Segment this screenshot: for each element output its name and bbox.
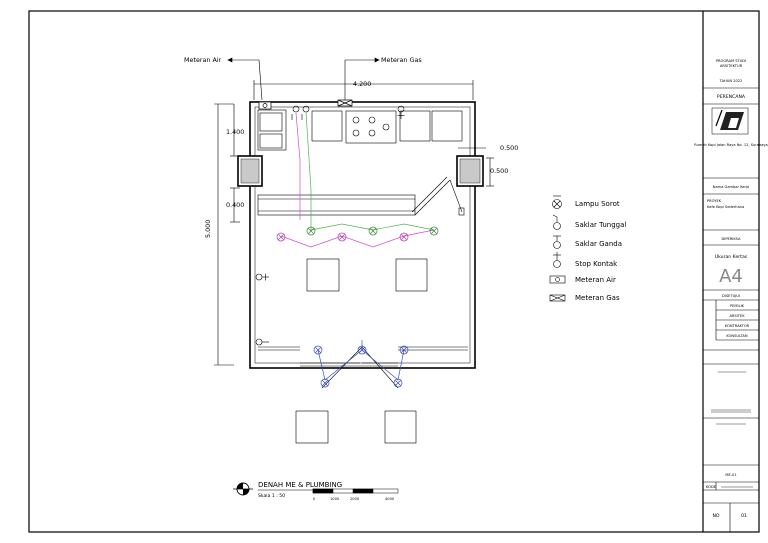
table — [395, 258, 428, 292]
spotlight-lamp-icon — [368, 226, 378, 236]
approval-item: KONTRAKTOR — [725, 324, 750, 328]
sheet-border — [28, 10, 760, 533]
project-label: PROYEK — [707, 199, 722, 203]
sheet-code-label: KODE — [706, 485, 717, 489]
legend-label: Saklar Ganda — [575, 240, 622, 248]
year-text: TAHUN 2022 — [719, 79, 743, 83]
scale-tick: 2000 — [350, 497, 360, 501]
gas-meter-icon — [549, 294, 566, 302]
column-right — [456, 155, 484, 187]
paper-size-label: Ukuran Kertas — [715, 254, 748, 260]
scale-tick: 0 — [313, 497, 316, 501]
sheet-number-label: NO — [712, 513, 719, 519]
title-block — [702, 11, 759, 532]
legend-label: Lampu Sorot — [575, 200, 620, 208]
table — [295, 410, 329, 444]
designer-heading: PERENCANA — [717, 94, 746, 100]
scale-bar — [312, 488, 399, 494]
spotlight-lamp-icon — [320, 378, 330, 388]
dim-upper-height: 1.400 — [226, 128, 244, 136]
dim-beam-gap: 0.400 — [226, 201, 244, 209]
approval-label: DISETUJUI — [722, 294, 740, 298]
bar-counter — [257, 176, 465, 216]
spotlight-row-lower — [313, 340, 409, 388]
dimension-lines — [214, 57, 494, 366]
spotlight-lamp-icon — [552, 195, 562, 209]
spotlight-lamp-icon — [276, 232, 286, 242]
spotlight-lamp-icon — [393, 378, 403, 388]
water-meter-icon — [258, 101, 272, 110]
sheet-code: ME-01 — [725, 473, 736, 477]
double-switch-icon — [553, 235, 561, 249]
outer-wall — [249, 101, 476, 369]
power-outlet-icon — [553, 252, 561, 268]
institution-line2: ARSITEKTUR — [720, 64, 743, 68]
power-outlet-icon — [255, 273, 269, 281]
scale-tick: 1000 — [330, 497, 340, 501]
single-switch-icon — [552, 214, 561, 230]
project-value: Kafe Kopi Sederhana — [707, 205, 744, 209]
scale-tick: 4000 — [385, 497, 395, 501]
column-left — [237, 155, 263, 187]
approval-item: ARSITEK — [729, 314, 745, 318]
spotlight-lamp-icon — [357, 345, 367, 355]
inner-wall-line — [254, 106, 471, 364]
section-marker-icon — [233, 482, 253, 496]
callout-gas-meter: Meteran Gas — [381, 56, 422, 64]
dim-column-width: 0.500 — [500, 144, 518, 152]
client-text: Nama Gambar Kerja — [713, 185, 749, 189]
institution-logo — [711, 107, 749, 135]
kitchen-counter — [257, 109, 463, 151]
spotlight-lamp-icon — [313, 345, 323, 355]
drawing-scale-text: Skala 1 : 50 — [258, 493, 285, 499]
dim-total-height: 5.000 — [204, 220, 212, 238]
spotlight-lamp-icon — [306, 226, 316, 236]
legend-label: Saklar Tunggal — [575, 221, 626, 229]
spotlight-lamp-icon — [337, 232, 347, 242]
spotlight-lamp-icon — [429, 226, 439, 236]
water-meter-icon — [549, 275, 566, 284]
power-outlet-icon — [255, 338, 269, 346]
gas-meter-icon — [337, 99, 353, 107]
sheet-number-value: 01 — [741, 513, 747, 519]
designer-info: Rumah Kopi Jalan Raya No. 12, Surabaya — [694, 143, 768, 147]
dim-column-height: 0.500 — [490, 167, 508, 175]
paper-size-value: A4 — [719, 266, 743, 287]
floor-plan — [237, 99, 484, 444]
legend-label: Meteran Gas — [575, 294, 620, 302]
table — [384, 410, 417, 444]
spotlight-row-upper — [276, 226, 439, 242]
callout-water-meter: Meteran Air — [184, 56, 222, 64]
approval-item: KONSULTAN — [726, 334, 747, 338]
drawing-title-text: DENAH ME & PLUMBING — [258, 481, 342, 489]
drawing-title: DENAH ME & PLUMBING Skala 1 : 50 0 1000 … — [233, 481, 399, 501]
legend: Lampu Sorot Saklar Tunggal Saklar Ganda … — [549, 195, 626, 302]
lamp-circuit-green — [305, 111, 435, 231]
spotlight-lamp-icon — [399, 232, 409, 242]
legend-label: Stop Kontak — [575, 260, 618, 268]
spotlight-lamp-icon — [399, 345, 409, 355]
table — [306, 258, 340, 292]
legend-label: Meteran Air — [575, 276, 616, 284]
approval-item: PEMILIK — [730, 304, 745, 308]
dim-total-width: 4.200 — [353, 80, 371, 88]
title-block-rules — [711, 371, 753, 488]
institution-line1: PROGRAM STUDI — [716, 59, 746, 63]
power-outlet-icon — [397, 105, 405, 119]
checked-label: DIPERIKSA — [722, 237, 742, 241]
lamp-circuit-magenta — [280, 112, 435, 248]
